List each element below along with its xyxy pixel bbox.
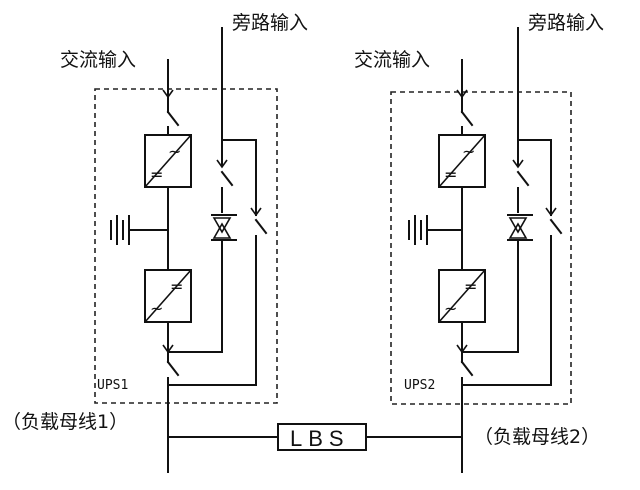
ups2-unit: 旁路输入 交流输入 UPS2 ~ = = ~	[354, 12, 604, 473]
ups2-maintenance-switch	[549, 218, 563, 235]
ups2-rectifier-ac-mark: ~	[462, 142, 475, 161]
ups2-battery-icon	[408, 215, 428, 245]
watermark: 头条 @光知能伏无穹	[478, 465, 608, 482]
ups2-input-switch	[460, 110, 474, 127]
ups1-output-switch	[166, 360, 180, 377]
ups1-rectifier-ac-mark: ~	[168, 142, 181, 161]
ups2-output-switch	[460, 360, 474, 377]
ups2-label: UPS2	[404, 378, 435, 393]
lbs-tie: LBS	[167, 423, 463, 451]
ups1-inverter-ac-mark: ~	[150, 299, 163, 318]
ups2-enclosure	[390, 91, 572, 405]
ups1-unit: 旁路输入 交流输入 UPS1 ~ = = ~	[2, 12, 308, 473]
ups1-inverter-dc-mark: =	[170, 277, 183, 296]
lbs-label: LBS	[290, 426, 350, 451]
lbs-box	[277, 423, 367, 451]
ups1-bus-label: （负载母线1）	[2, 411, 128, 433]
ups2-bypass-input-label: 旁路输入	[528, 12, 604, 34]
ups1-label: UPS1	[97, 378, 128, 393]
ups1-enclosure	[94, 88, 278, 404]
ups1-thyristor-icon	[211, 214, 237, 241]
ups2-ac-input-label: 交流输入	[354, 49, 430, 71]
ups1-bypass-input-label: 旁路输入	[232, 12, 308, 34]
ups2-rectifier-dc-mark: =	[444, 165, 457, 184]
ups1-battery-icon	[110, 215, 130, 245]
ups1-maintenance-switch	[254, 218, 268, 235]
ups1-static-switch	[220, 170, 234, 187]
ups2-bus-label: （负载母线2）	[474, 426, 600, 448]
ups2-static-switch	[516, 170, 530, 187]
ups2-inverter-ac-mark: ~	[444, 299, 457, 318]
ups1-ac-input-label: 交流输入	[60, 49, 136, 71]
ups2-inverter-dc-mark: =	[464, 277, 477, 296]
ups1-rectifier-dc-mark: =	[150, 165, 163, 184]
ups1-input-switch	[166, 110, 180, 127]
ups2-thyristor-icon	[507, 214, 533, 241]
